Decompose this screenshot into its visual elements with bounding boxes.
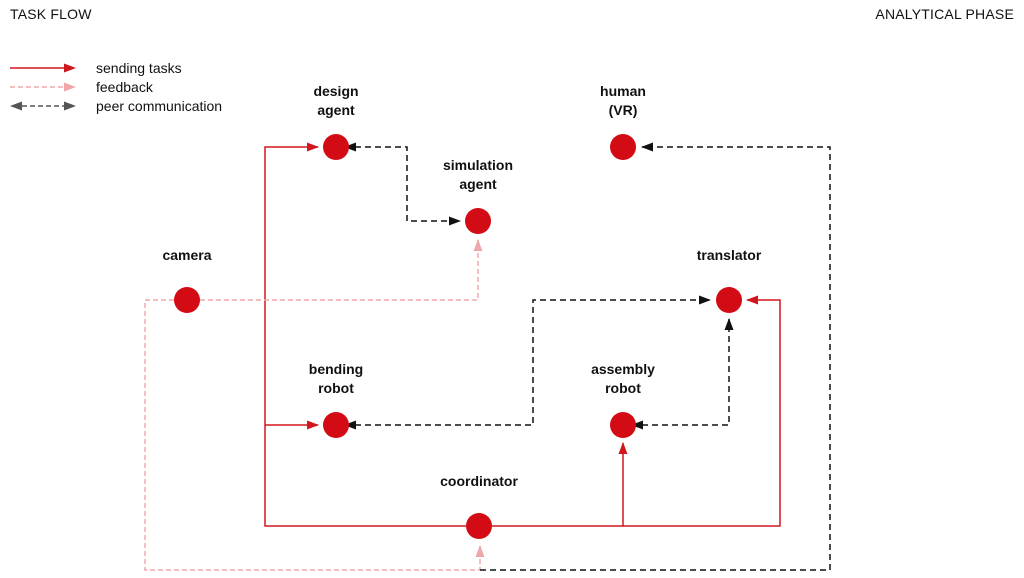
label-translator: translator (696, 247, 762, 263)
dashed-arrow-icon (10, 101, 76, 110)
node-translator[interactable] (716, 287, 742, 313)
dashed-arrow-icon (10, 82, 76, 91)
node-bending-robot[interactable] (323, 412, 349, 438)
legend: sending tasks feedback peer communicatio… (10, 58, 222, 115)
legend-label: feedback (96, 78, 153, 95)
label-simulation-agent: simulation agent (442, 157, 513, 192)
node-coordinator[interactable] (466, 513, 492, 539)
phase-title: ANALYTICAL PHASE (875, 6, 1014, 22)
solid-arrow-icon (10, 63, 76, 72)
sending-tasks-edges (264, 142, 781, 527)
label-assembly-robot: assembly robot (591, 361, 655, 396)
legend-label: peer communication (96, 97, 223, 114)
node-simulation-agent[interactable] (465, 208, 491, 234)
edge-coordinator-to-design-agent (264, 142, 466, 527)
node-camera[interactable] (174, 287, 200, 313)
label-bending-robot: bending robot (308, 361, 364, 396)
edge-bending-to-translator (344, 295, 711, 430)
legend-item-sending-tasks: sending tasks (10, 58, 222, 77)
edge-camera-to-simulation-agent (200, 239, 483, 301)
feedback-edges (144, 239, 485, 571)
node-assembly-robot[interactable] (610, 412, 636, 438)
node-human-vr[interactable] (610, 134, 636, 160)
edge-coordinator-to-translator (623, 295, 781, 527)
label-coordinator: coordinator (440, 473, 518, 489)
label-camera: camera (162, 247, 212, 263)
peer-communication-edges (344, 142, 831, 571)
edge-design-to-simulation (344, 142, 461, 226)
label-design-agent: design agent (313, 83, 359, 118)
node-design-agent[interactable] (323, 134, 349, 160)
label-human-vr: human (VR) (600, 83, 646, 118)
legend-item-peer-communication: peer communication (10, 96, 222, 115)
edge-camera-to-coordinator (144, 299, 485, 571)
nodes (174, 134, 742, 539)
page-title: TASK FLOW (10, 6, 92, 22)
edge-coordinator-to-human (480, 142, 831, 571)
legend-item-feedback: feedback (10, 77, 222, 96)
legend-label: sending tasks (96, 59, 182, 76)
